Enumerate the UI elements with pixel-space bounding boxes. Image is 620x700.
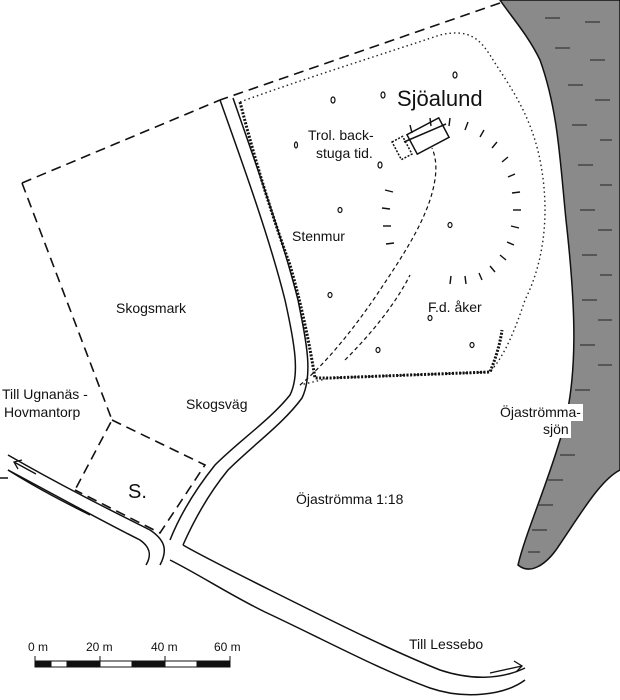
stones: [293, 71, 475, 354]
forest-road: [169, 97, 309, 546]
cottage-label-line1: Trol. back-: [308, 127, 374, 143]
cottage-label-line2: stuga tid.: [316, 145, 373, 161]
forest-road-label: Skogsväg: [186, 396, 248, 412]
site-outline: [239, 32, 546, 386]
field-label: F.d. åker: [428, 299, 482, 315]
lake-label-line2: sjön: [541, 421, 571, 438]
cottage-ruin: [390, 116, 451, 161]
forest-label: Skogsmark: [116, 300, 187, 316]
scale-tick-20: 20 m: [86, 640, 113, 654]
property-label: Öjaströmma 1:18: [296, 491, 404, 507]
scale-tick-40: 40 m: [151, 640, 178, 654]
to-ugnanas-line2: Hovmantorp: [4, 404, 81, 420]
stone-wall-label: Stenmur: [292, 228, 345, 244]
scale-tick-60: 60 m: [214, 640, 241, 654]
property-boundary: [21, 2, 501, 535]
place-name: Sjöalund: [397, 86, 483, 111]
lake-hatching: [528, 17, 612, 553]
scale-tick-0: 0 m: [28, 640, 49, 654]
to-ugnanas-line1: Till Ugnanäs -: [2, 386, 88, 402]
arrow-right-icon: [489, 660, 524, 674]
arrow-left-icon: [13, 459, 37, 475]
lake-label-line1: Öjaströmma-: [498, 404, 583, 421]
plot-s-label: S.: [128, 481, 147, 503]
lake: [499, 0, 620, 570]
main-road: [0, 454, 526, 696]
hachure-ring: [381, 117, 521, 285]
scale-bar: [34, 656, 231, 668]
to-lessebo-label: Till Lessebo: [409, 636, 484, 652]
field-track: [299, 147, 437, 386]
